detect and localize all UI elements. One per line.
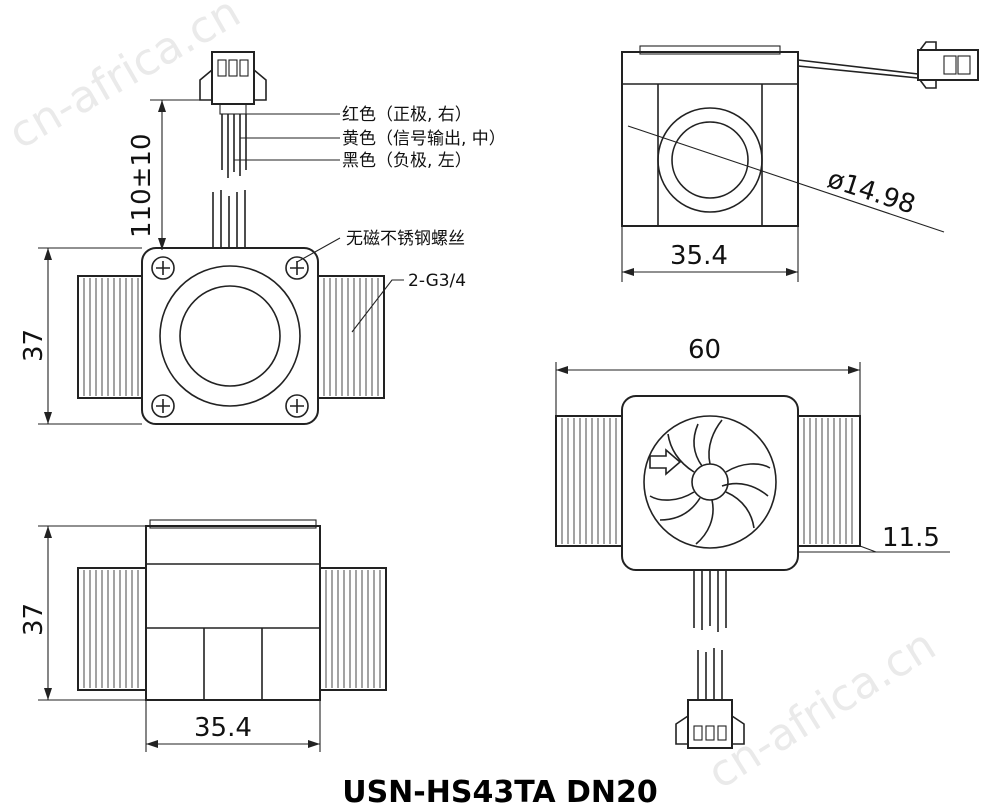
impeller-cable-bottom (697, 648, 723, 700)
front-screws (151, 256, 309, 418)
side-body (145, 525, 321, 701)
dim-diameter-label: ø14.98 (824, 164, 919, 220)
impeller-cable-top (693, 570, 727, 632)
front-view (38, 51, 404, 425)
impeller-left-thread (555, 415, 625, 547)
top-cable (797, 59, 919, 79)
diameter-leader (627, 125, 945, 233)
front-outer-ring (159, 265, 301, 407)
screw-callout: 无磁不锈钢螺丝 (346, 229, 465, 249)
dim-top-width-label: 35.4 (670, 241, 728, 271)
front-left-thread (77, 275, 145, 399)
front-right-thread (317, 275, 385, 399)
side-left-thread (77, 567, 147, 691)
dim-total-length-label: 60 (688, 335, 721, 365)
top-body (621, 51, 799, 227)
wire-label-black: 黑色（负极, 左） (342, 151, 472, 171)
front-bore (179, 285, 281, 387)
front-wires (212, 114, 247, 252)
impeller-view (555, 362, 950, 749)
dim-front-height (38, 247, 142, 425)
dim-side-height (38, 525, 146, 701)
dim-side-width-label: 35.4 (194, 713, 252, 743)
wire-label-red: 红色（正极, 右） (342, 105, 472, 125)
impeller-right-thread (797, 415, 861, 547)
side-ribs (203, 628, 263, 700)
impeller-connector (675, 699, 745, 749)
dim-cable-length-label: 110±10 (127, 134, 157, 239)
dim-cable-length (150, 99, 212, 250)
dim-side-height-label: 37 (19, 603, 49, 636)
dim-thread-length (798, 545, 950, 553)
side-view (38, 519, 387, 752)
dim-top-width (621, 226, 799, 282)
impeller-blades (649, 419, 771, 545)
dim-side-width (145, 700, 321, 752)
dim-total-length (555, 362, 861, 416)
wire-leaders (234, 113, 340, 161)
front-connector (199, 51, 267, 115)
thread-leader (351, 279, 404, 333)
impeller-body (621, 395, 799, 571)
side-right-thread (319, 567, 387, 691)
top-bore (671, 121, 749, 199)
watermark-bottom: cn-africa.cn (699, 619, 945, 799)
top-outer-ring (657, 107, 763, 213)
wire-label-yellow: 黄色（信号输出, 中） (342, 129, 506, 149)
front-body (141, 247, 319, 425)
dim-front-height-label: 37 (19, 329, 49, 362)
top-connector (917, 41, 979, 89)
product-title: USN-HS43TA DN20 (342, 775, 658, 810)
dim-thread-length-label: 11.5 (882, 523, 940, 553)
screw-leader (296, 237, 341, 263)
flow-arrow-icon (649, 448, 682, 476)
top-view (621, 41, 979, 282)
thread-callout: 2-G3/4 (408, 271, 466, 291)
impeller-outer-ring (643, 415, 777, 549)
